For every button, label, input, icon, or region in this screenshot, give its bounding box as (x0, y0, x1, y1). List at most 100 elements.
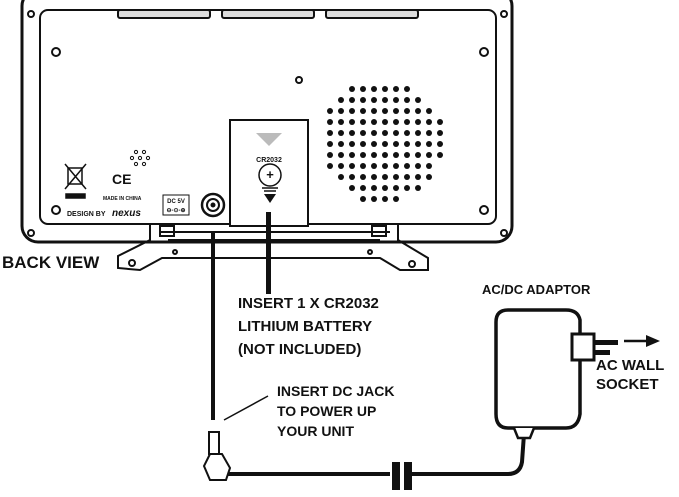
speaker-hole (426, 108, 432, 114)
speaker-hole (371, 196, 377, 202)
speaker-hole (349, 97, 355, 103)
speaker-hole (349, 163, 355, 169)
speaker-hole (404, 86, 410, 92)
speaker-hole (360, 174, 366, 180)
battery-type-label: CR2032 (256, 157, 282, 164)
speaker-hole (415, 130, 421, 136)
adaptor-prong-top (594, 340, 618, 345)
speaker-hole (393, 119, 399, 125)
speaker-hole (404, 119, 410, 125)
speaker-hole (426, 141, 432, 147)
coin-battery-icon (258, 163, 282, 187)
speaker-hole (360, 152, 366, 158)
speaker-hole (360, 97, 366, 103)
dc-plug-tip (208, 431, 220, 455)
cable-ferrite-left (392, 462, 400, 490)
speaker-hole (415, 185, 421, 191)
brand-logo: nexus (112, 208, 141, 219)
vent-hole (141, 149, 147, 155)
made-in-label: MADE IN CHINA (103, 196, 142, 202)
speaker-hole (415, 97, 421, 103)
speaker-hole (371, 130, 377, 136)
speaker-hole (371, 97, 377, 103)
top-vent-middle (221, 9, 315, 19)
speaker-hole (349, 185, 355, 191)
socket-label-line2: SOCKET (596, 376, 659, 393)
speaker-hole (415, 141, 421, 147)
speaker-hole (371, 141, 377, 147)
speaker-hole (382, 119, 388, 125)
screw-bottom-left (51, 205, 61, 215)
speaker-hole (437, 152, 443, 158)
speaker-hole (371, 152, 377, 158)
speaker-hole (415, 108, 421, 114)
dc-jack-instruction-line1: INSERT DC JACK (277, 383, 395, 399)
adaptor-label: AC/DC ADAPTOR (482, 282, 591, 297)
speaker-hole (426, 119, 432, 125)
speaker-hole (404, 163, 410, 169)
speaker-hole (349, 141, 355, 147)
speaker-hole (338, 108, 344, 114)
speaker-hole (415, 119, 421, 125)
vent-hole (133, 149, 139, 155)
speaker-hole (327, 152, 333, 158)
speaker-hole (338, 174, 344, 180)
speaker-hole (415, 174, 421, 180)
speaker-hole (327, 163, 333, 169)
speaker-hole (327, 119, 333, 125)
speaker-hole (349, 86, 355, 92)
speaker-hole (349, 174, 355, 180)
speaker-hole (338, 97, 344, 103)
speaker-hole (360, 119, 366, 125)
speaker-hole (349, 130, 355, 136)
speaker-hole (404, 141, 410, 147)
dc-jack-callout-line (223, 395, 269, 421)
battery-plus-sign: + (266, 167, 274, 182)
vent-hole (133, 161, 139, 167)
speaker-hole (360, 108, 366, 114)
speaker-hole (393, 196, 399, 202)
speaker-hole (371, 108, 377, 114)
speaker-hole (382, 185, 388, 191)
speaker-hole (360, 196, 366, 202)
battery-instruction-line3: (NOT INCLUDED) (238, 341, 362, 358)
socket-label-line1: AC WALL (596, 357, 665, 374)
speaker-hole (393, 163, 399, 169)
screw-top-right (479, 47, 489, 57)
speaker-hole (393, 97, 399, 103)
small-vent-dots (129, 149, 151, 167)
speaker-hole (393, 152, 399, 158)
speaker-hole (327, 130, 333, 136)
speaker-hole (360, 185, 366, 191)
screw-shell-bottom-left (27, 229, 35, 237)
speaker-hole (415, 152, 421, 158)
speaker-hole (404, 97, 410, 103)
speaker-hole (360, 86, 366, 92)
battery-instruction-line2: LITHIUM BATTERY (238, 318, 373, 335)
screw-top-left (51, 47, 61, 57)
speaker-hole (382, 196, 388, 202)
battery-door-grip (256, 133, 282, 146)
speaker-hole (404, 185, 410, 191)
device-stand (117, 224, 429, 272)
design-by-label: DESIGN BY (67, 211, 106, 218)
weee-bin-icon (64, 163, 87, 199)
speaker-hole (404, 174, 410, 180)
vent-hole (141, 161, 147, 167)
speaker-hole (382, 108, 388, 114)
speaker-hole (349, 119, 355, 125)
speaker-hole (393, 174, 399, 180)
speaker-hole (426, 163, 432, 169)
speaker-hole (404, 108, 410, 114)
vent-hole (129, 155, 135, 161)
speaker-hole (382, 174, 388, 180)
screw-bottom-right (479, 205, 489, 215)
screw-shell-top-left (27, 10, 35, 18)
speaker-grille (327, 86, 443, 202)
speaker-hole (393, 185, 399, 191)
speaker-hole (338, 130, 344, 136)
speaker-hole (382, 130, 388, 136)
speaker-hole (360, 130, 366, 136)
